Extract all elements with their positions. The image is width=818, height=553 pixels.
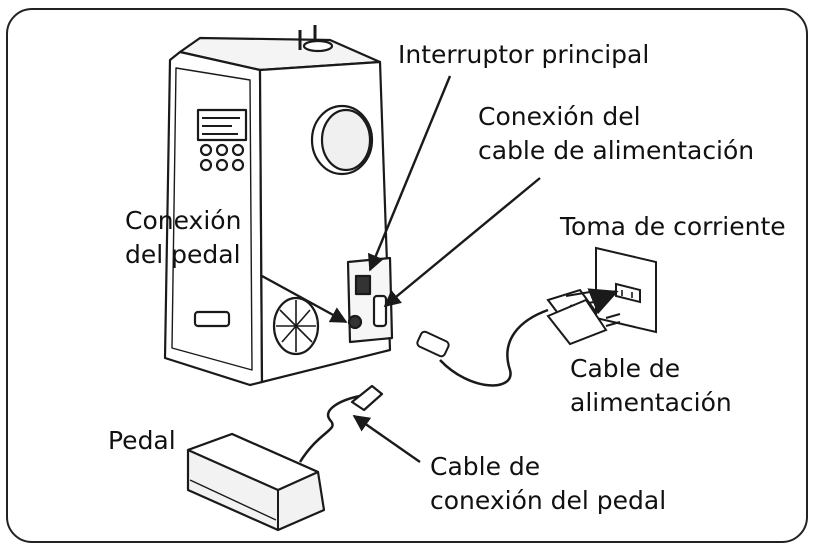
label-pedal-connection-line1: Conexión xyxy=(125,206,242,235)
arrow-main-switch xyxy=(367,75,452,272)
label-main-switch-text: Interruptor principal xyxy=(398,40,650,69)
label-pedal-connection-line2: del pedal xyxy=(125,240,241,269)
label-pedal-cable: Cable de conexión del pedal xyxy=(430,450,666,518)
label-power-cable-connection: Conexión del cable de alimentación xyxy=(478,100,754,168)
label-pedal-connection: Conexión del pedal xyxy=(125,204,241,272)
wall-outlet-icon xyxy=(595,246,657,334)
label-outlet-text: Toma de corriente xyxy=(560,212,786,241)
label-power-cable-connection-line1: Conexión del xyxy=(478,102,641,131)
label-power-cable-connection-line2: cable de alimentación xyxy=(478,136,755,165)
arrow-pedal-connection xyxy=(261,274,348,324)
label-power-cable: Cable de alimentación xyxy=(570,352,732,420)
sewing-machine-icon xyxy=(163,25,394,387)
label-pedal-text: Pedal xyxy=(108,426,176,455)
callout-arrows xyxy=(261,75,541,463)
label-pedal-cable-line1: Cable de xyxy=(430,452,541,481)
arrow-pedal-cable xyxy=(352,415,421,463)
diagram-frame xyxy=(6,8,808,543)
arrow-power-connection xyxy=(383,177,541,308)
label-power-cable-line2: alimentación xyxy=(570,388,732,417)
label-pedal-cable-line2: conexión del pedal xyxy=(430,486,667,515)
power-plug-icon xyxy=(416,288,621,387)
label-pedal: Pedal xyxy=(108,424,176,458)
label-outlet: Toma de corriente xyxy=(560,210,786,244)
foot-pedal-icon xyxy=(186,384,384,532)
label-power-cable-line1: Cable de xyxy=(570,354,681,383)
label-main-switch: Interruptor principal xyxy=(398,38,649,72)
